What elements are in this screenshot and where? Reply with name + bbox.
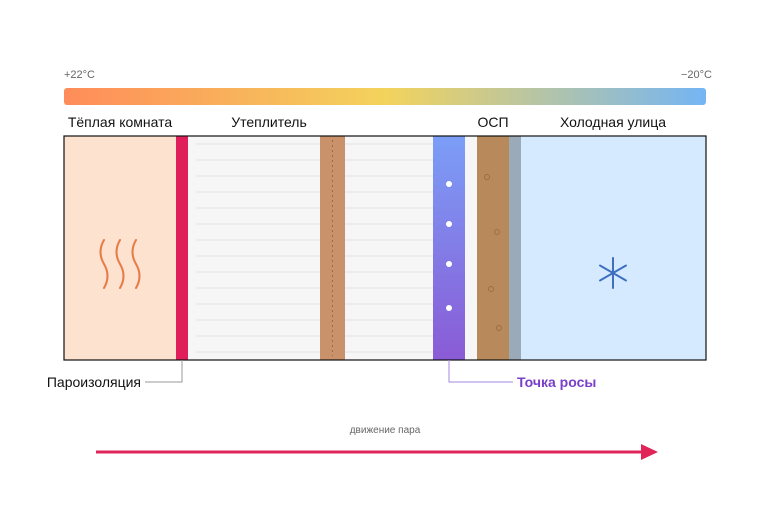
condensation-droplet <box>446 305 452 311</box>
condensation-droplet <box>446 181 452 187</box>
osb-label: ОСП <box>477 114 508 130</box>
warm-temperature-label: +22°C <box>64 69 95 81</box>
vapor-barrier-layer <box>176 136 188 360</box>
vapor-barrier-callout: Пароизоляция <box>47 374 141 390</box>
condensation-droplet <box>446 221 452 227</box>
stud-layer <box>320 136 345 360</box>
osb-grain-mark <box>484 174 490 180</box>
vapor-barrier-leader-line <box>145 360 183 383</box>
insulation-layer <box>188 136 433 360</box>
insulation-label: Утеплитель <box>231 114 307 130</box>
heat-waves-icon <box>99 239 141 289</box>
temperature-gradient-bar <box>64 88 706 105</box>
insulation-texture-lines <box>196 143 433 353</box>
cold-street-label: Холодная улица <box>560 114 666 130</box>
wall-outline <box>63 135 707 361</box>
snowflake-icon <box>599 257 627 289</box>
osb-grain-mark <box>494 229 500 235</box>
condensation-droplet <box>446 261 452 267</box>
osb-grain-mark <box>496 325 502 331</box>
cold-street-layer <box>521 136 706 360</box>
osb-grain-mark <box>488 286 494 292</box>
dew-point-leader-line <box>448 360 513 383</box>
ventilation-gap-layer <box>509 136 521 360</box>
dew-point-callout: Точка росы <box>517 374 596 390</box>
insulation-gap-strip <box>465 136 477 360</box>
osb-layer <box>477 136 509 360</box>
vapor-flow-label: движение пара <box>350 425 421 436</box>
vapor-flow-arrow-head <box>641 444 658 460</box>
warm-room-label: Тёплая комната <box>68 114 173 130</box>
warm-room-layer <box>64 136 176 360</box>
dew-point-zone <box>433 136 465 360</box>
cold-temperature-label: −20°C <box>681 69 712 81</box>
